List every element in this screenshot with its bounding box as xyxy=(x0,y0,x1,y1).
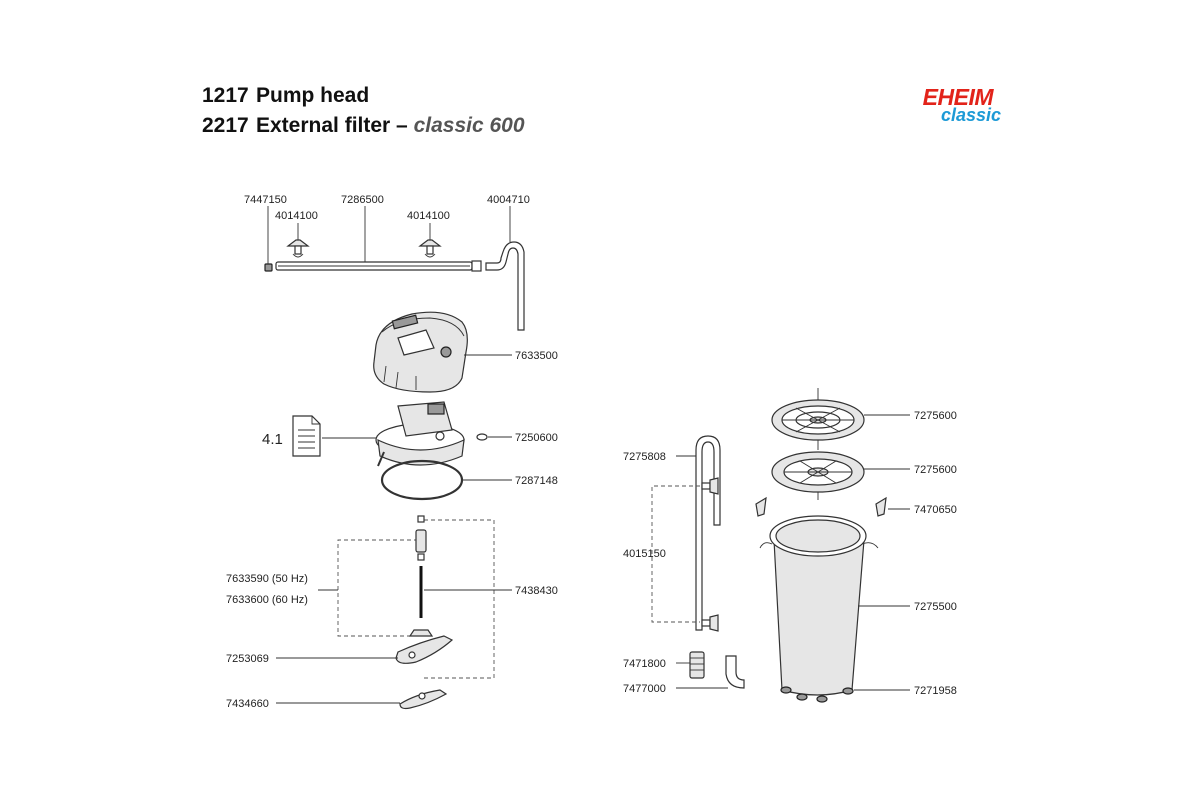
title-2-number: 2217 xyxy=(202,114,249,137)
label-7438430: 7438430 xyxy=(515,585,558,597)
pump-head-cover-7633500: 7633500 xyxy=(373,311,558,393)
label-7250600: 7250600 xyxy=(515,432,558,444)
filter-plate-7275600-a xyxy=(771,388,865,450)
canister-feet-7271958 xyxy=(780,686,854,703)
title-1-text: Pump head xyxy=(256,84,370,107)
label-4015150: 4015150 xyxy=(623,548,666,560)
suction-cup-4014100-b xyxy=(418,239,442,258)
label-7271958: 7271958 xyxy=(914,685,957,697)
impeller-7253069 xyxy=(395,635,454,664)
end-cap-7447150 xyxy=(264,263,273,272)
clip-left xyxy=(755,496,767,517)
label-4004710: 4004710 xyxy=(487,194,530,206)
suction-cup-4014100-a xyxy=(286,239,310,258)
eheim-classic-logo: EHEIM classic xyxy=(905,84,1001,128)
filter-canister-assembly: 7275600 7275600 7470650 xyxy=(755,388,957,703)
clip-7470650 xyxy=(875,496,887,517)
suction-tube-assembly: 7447150 4014100 7286500 4014100 4004710 xyxy=(244,194,530,331)
label-7286500: 7286500 xyxy=(341,194,384,206)
cover-knob xyxy=(440,346,452,358)
gasket-7287148 xyxy=(380,459,464,501)
label-4014100-b: 4014100 xyxy=(407,210,450,222)
title-external-filter: 2217 External filter – classic 600 xyxy=(202,114,525,138)
label-7275600-b: 7275600 xyxy=(914,464,957,476)
impeller-clip xyxy=(408,629,434,637)
title-2-model: classic 600 xyxy=(413,114,525,137)
intake-tube-7275808 xyxy=(695,435,721,631)
bent-tube-4004710 xyxy=(485,241,525,331)
impeller-group: 7438430 7253069 7633590 (50 Hz) 7633600 … xyxy=(226,515,558,710)
logo-sub: classic xyxy=(940,105,1001,125)
label-7447150: 7447150 xyxy=(244,194,287,206)
strainer-7471800 xyxy=(689,651,705,679)
suction-cup-4015150-b xyxy=(701,614,719,632)
bearing-top xyxy=(417,515,425,523)
suction-cup-4015150-a xyxy=(701,477,719,495)
label-7470650: 7470650 xyxy=(914,504,957,516)
label-7633600: 7633600 (60 Hz) xyxy=(226,594,308,606)
label-7253069: 7253069 xyxy=(226,653,269,665)
intake-tube-assembly: 7275808 4015150 7471800 7477000 xyxy=(623,435,745,695)
label-7633500: 7633500 xyxy=(515,350,558,362)
label-7633590: 7633590 (50 Hz) xyxy=(226,573,308,585)
tube-connector xyxy=(471,260,482,272)
label-7275808: 7275808 xyxy=(623,451,666,463)
label-7287148: 7287148 xyxy=(515,475,558,487)
bearing-lower xyxy=(417,553,425,561)
filter-plate-7275600-b xyxy=(771,451,865,500)
canister-7275500 xyxy=(773,539,865,696)
oring-7250600 xyxy=(476,433,488,441)
title-2-text: External filter – xyxy=(256,114,408,137)
logo-brand: EHEIM xyxy=(922,84,994,110)
manual-ref-label: 4.1 xyxy=(262,431,283,448)
label-4014100-a: 4014100 xyxy=(275,210,318,222)
title-pump-head: 1217 Pump head xyxy=(202,84,369,108)
manual-document-icon xyxy=(292,415,321,457)
title-1-number: 1217 xyxy=(202,84,249,107)
elbow-7477000 xyxy=(725,655,745,689)
impeller-shaft-housing xyxy=(415,529,427,553)
eheim-badge xyxy=(391,314,419,330)
label-7275500: 7275500 xyxy=(914,601,957,613)
label-7275600-a: 7275600 xyxy=(914,410,957,422)
label-7471800: 7471800 xyxy=(623,658,666,670)
motor-housing-assembly: 4.1 7250600 7287148 xyxy=(262,401,558,501)
label-7477000: 7477000 xyxy=(623,683,666,695)
label-7434660: 7434660 xyxy=(226,698,269,710)
